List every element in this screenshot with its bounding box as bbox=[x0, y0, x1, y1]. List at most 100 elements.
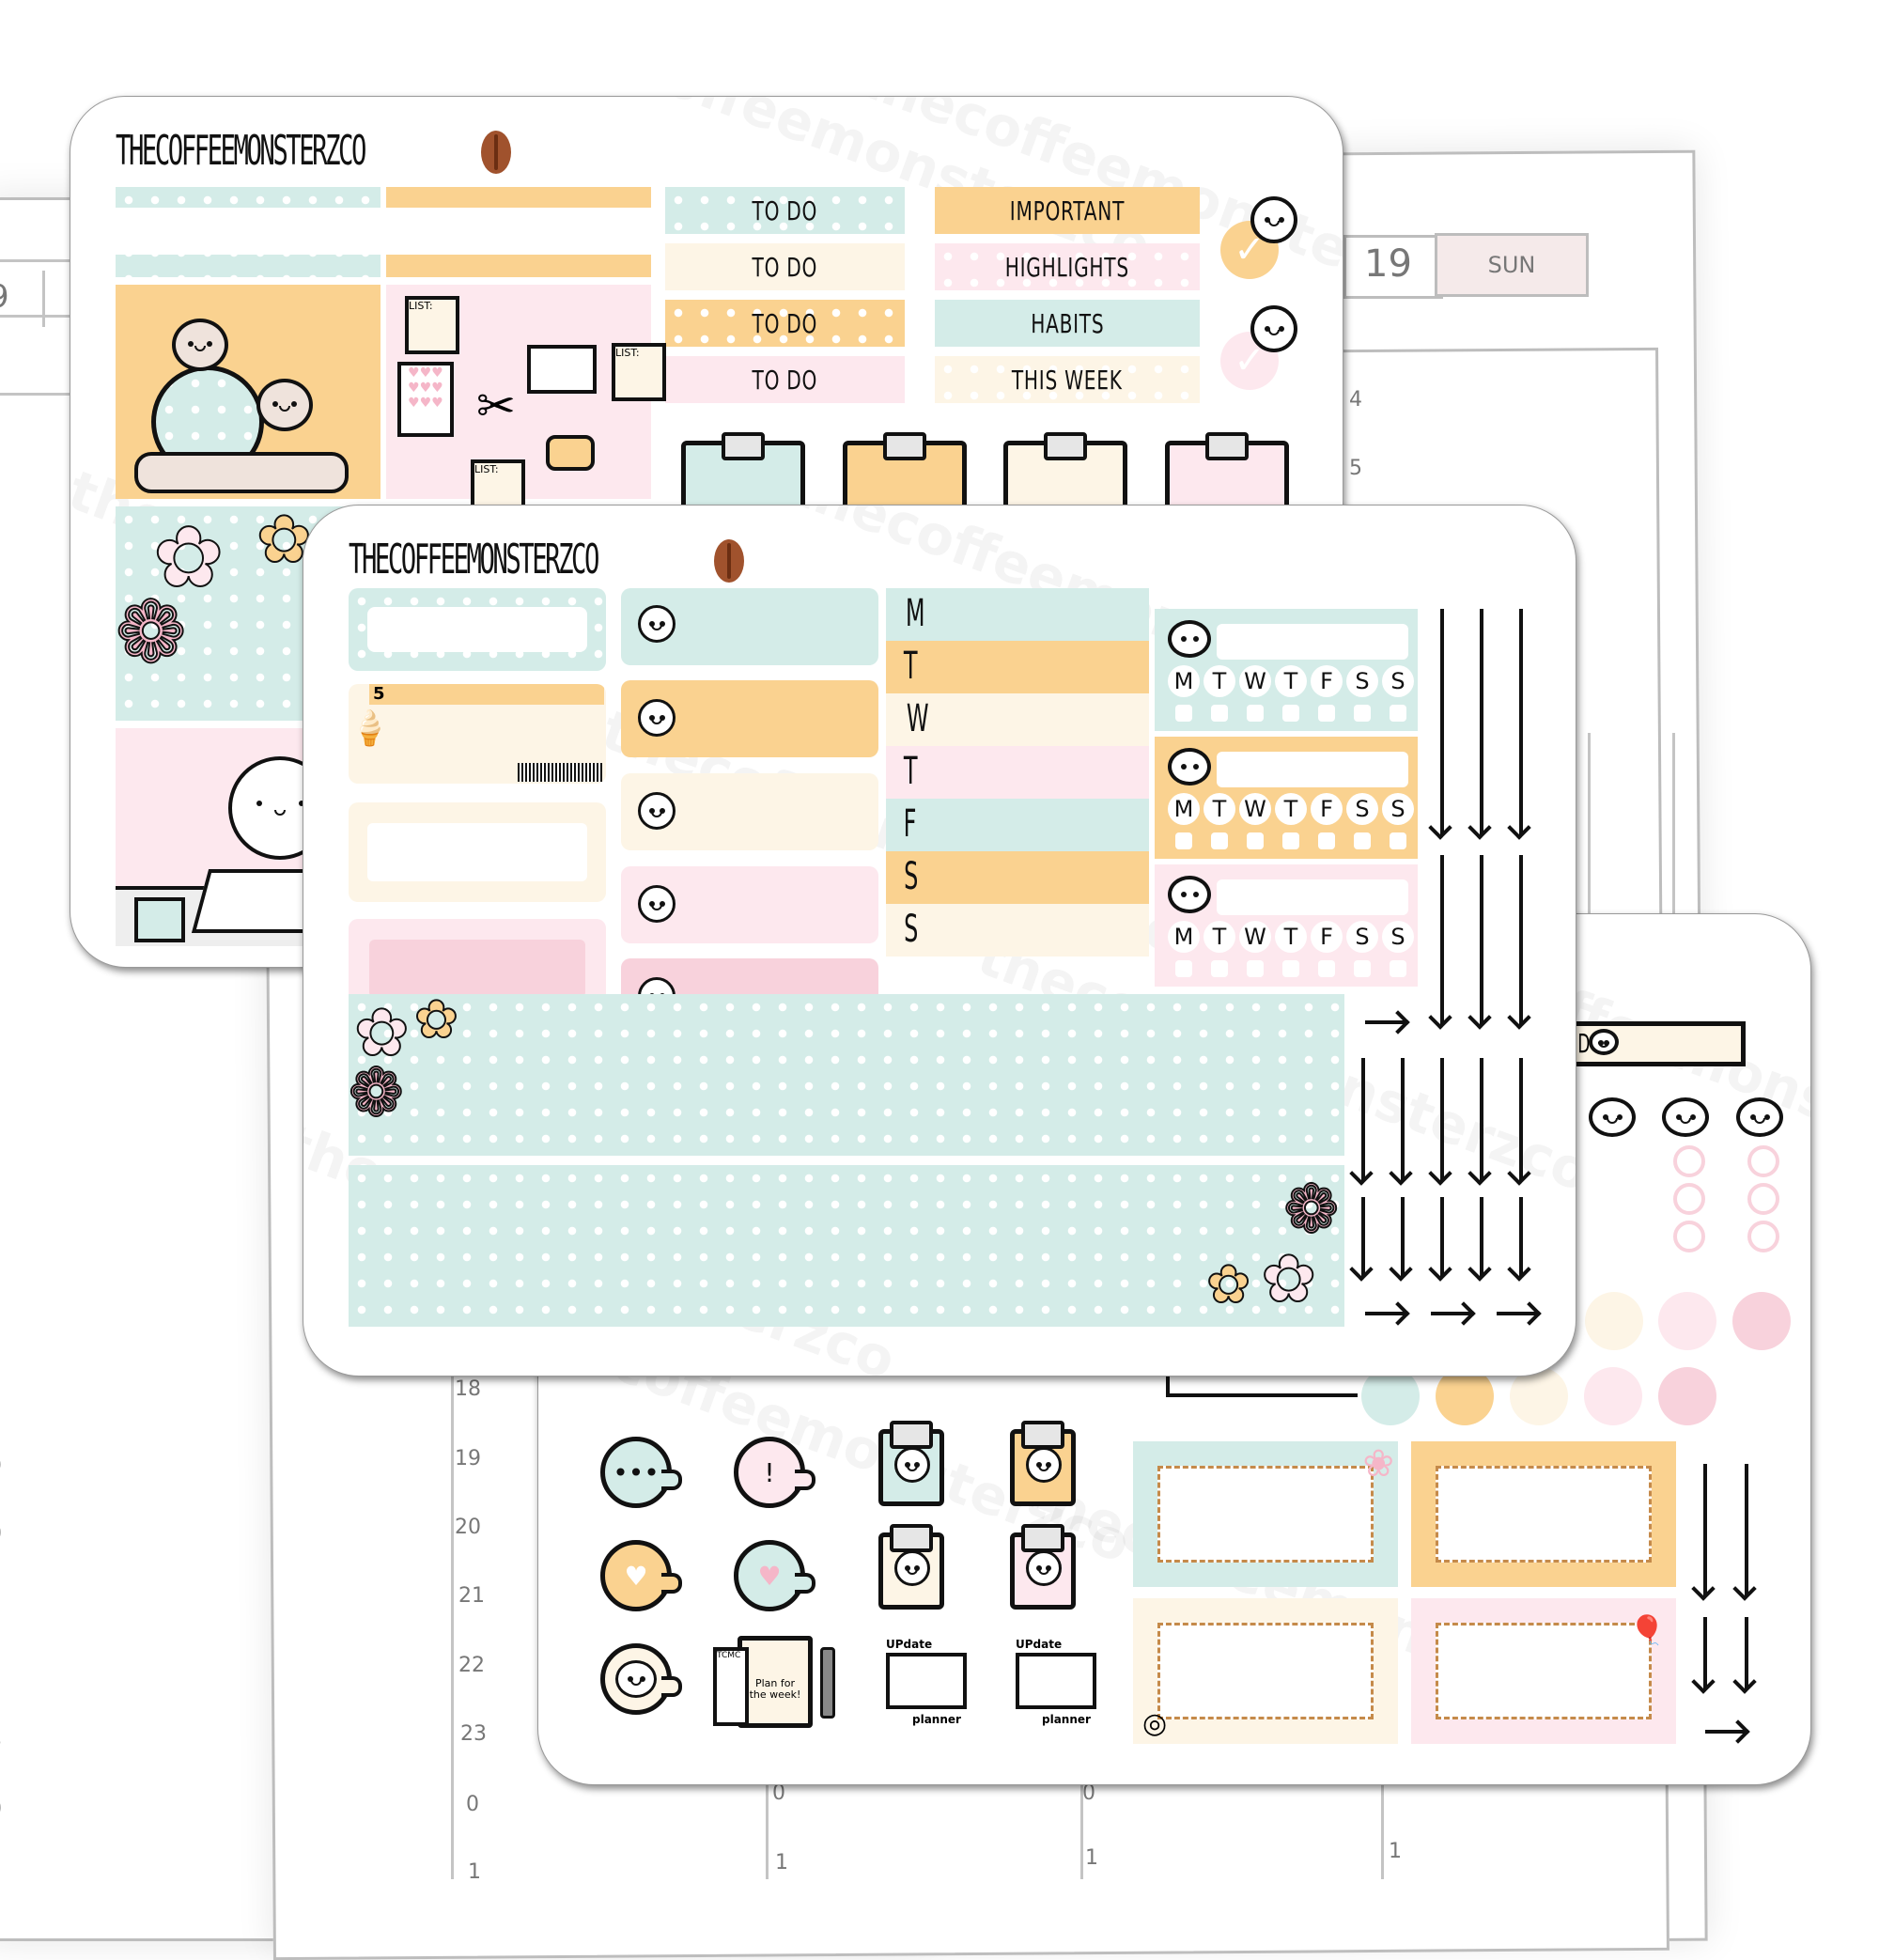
todo-label-sticker[interactable]: TO DO bbox=[665, 356, 905, 403]
weekday-strip-monday[interactable] bbox=[886, 588, 1149, 641]
note-face-peach-icon[interactable] bbox=[1010, 1429, 1076, 1506]
habit-checkbox[interactable] bbox=[1282, 960, 1299, 977]
dotted-frame-sticker[interactable] bbox=[349, 588, 606, 671]
habit-checkbox[interactable] bbox=[1211, 832, 1228, 849]
habit-checkbox[interactable] bbox=[1175, 832, 1192, 849]
important-label-sticker[interactable]: IMPORTANT bbox=[935, 187, 1200, 234]
arrow-right-sticker[interactable] bbox=[1365, 1312, 1405, 1315]
habits-label-sticker[interactable]: HABITS bbox=[935, 300, 1200, 347]
habit-tracker-sticker[interactable]: M T W T F S S bbox=[1155, 864, 1418, 987]
note-face-mint-icon[interactable] bbox=[878, 1429, 944, 1506]
habit-checkbox[interactable] bbox=[1354, 960, 1371, 977]
ring-sticker[interactable] bbox=[1747, 1145, 1779, 1177]
stationery-pattern-sticker[interactable]: LIST: ♥♥♥♥♥♥♥♥♥ ✂ LIST: LIST: bbox=[386, 285, 666, 518]
face-icon[interactable] bbox=[1589, 1097, 1636, 1137]
arrow-right-sticker[interactable] bbox=[1497, 1312, 1536, 1315]
arrow-down-sticker[interactable] bbox=[1480, 1058, 1483, 1180]
arrow-down-sticker[interactable] bbox=[1440, 1058, 1444, 1180]
arrow-down-sticker[interactable] bbox=[1480, 855, 1483, 1024]
arrow-down-sticker[interactable] bbox=[1519, 1058, 1523, 1180]
frame-box-pink[interactable]: 🎈 bbox=[1411, 1598, 1676, 1744]
habit-checkbox[interactable] bbox=[1175, 960, 1192, 977]
dot-sticker[interactable] bbox=[1361, 1367, 1420, 1425]
face-box-sticker[interactable] bbox=[621, 866, 878, 943]
frame-box-cream[interactable]: ◎ bbox=[1133, 1598, 1398, 1744]
habit-checkbox[interactable] bbox=[1354, 832, 1371, 849]
arrow-down-sticker[interactable] bbox=[1703, 1617, 1707, 1688]
speech-heart-mint-icon[interactable]: ♥ bbox=[734, 1540, 815, 1611]
habit-checkbox[interactable] bbox=[1318, 960, 1335, 977]
icecream-frame-sticker[interactable]: 5 🍦 bbox=[349, 684, 606, 784]
habit-checkbox[interactable] bbox=[1390, 832, 1406, 849]
arrow-down-sticker[interactable] bbox=[1519, 1197, 1523, 1276]
arrow-down-sticker[interactable] bbox=[1703, 1464, 1707, 1595]
speech-exclaim-icon[interactable]: ! bbox=[734, 1437, 815, 1508]
weekday-strip-thursday[interactable] bbox=[886, 746, 1149, 799]
face-banner-sticker[interactable]: D bbox=[1572, 1021, 1746, 1066]
arrow-down-sticker[interactable] bbox=[1401, 1058, 1405, 1180]
arrow-down-sticker[interactable] bbox=[1745, 1464, 1748, 1595]
ring-sticker[interactable] bbox=[1673, 1221, 1705, 1252]
arrow-down-sticker[interactable] bbox=[1361, 1197, 1365, 1276]
plan-week-book-icon[interactable]: Plan for the week! bbox=[738, 1636, 813, 1728]
snail-bunny-illustration[interactable] bbox=[116, 285, 380, 499]
arrow-down-sticker[interactable] bbox=[1519, 609, 1523, 834]
face-box-sticker[interactable] bbox=[621, 588, 878, 665]
speech-dots-icon[interactable]: ••• bbox=[600, 1437, 682, 1508]
weekday-strip-wednesday[interactable] bbox=[886, 693, 1149, 746]
arrow-down-sticker[interactable] bbox=[1440, 609, 1444, 834]
wide-floral-box-bottom[interactable]: ❁ ✿ ✿ bbox=[349, 1165, 1344, 1327]
face-icon[interactable] bbox=[1662, 1097, 1709, 1137]
weekday-strip-tuesday[interactable] bbox=[886, 641, 1149, 693]
arrow-right-sticker[interactable] bbox=[1431, 1312, 1470, 1315]
face-icon[interactable] bbox=[1736, 1097, 1783, 1137]
weekday-strip-sunday[interactable] bbox=[886, 904, 1149, 957]
habit-checkbox[interactable] bbox=[1354, 705, 1371, 722]
ring-sticker[interactable] bbox=[1673, 1145, 1705, 1177]
arrow-down-sticker[interactable] bbox=[1401, 1197, 1405, 1276]
habit-checkbox[interactable] bbox=[1247, 960, 1264, 977]
habit-checkbox[interactable] bbox=[1282, 832, 1299, 849]
todo-label-sticker[interactable]: TO DO bbox=[665, 187, 905, 234]
habit-checkbox[interactable] bbox=[1282, 705, 1299, 722]
habit-checkbox[interactable] bbox=[1247, 832, 1264, 849]
this-week-label-sticker[interactable]: THIS WEEK bbox=[935, 356, 1200, 403]
habit-checkbox[interactable] bbox=[1390, 960, 1406, 977]
timeline-arrow-sticker[interactable] bbox=[1166, 1365, 1358, 1397]
dot-sticker[interactable] bbox=[1585, 1292, 1643, 1350]
peach-strip-sticker[interactable] bbox=[386, 187, 651, 277]
face-box-sticker[interactable] bbox=[621, 680, 878, 757]
dot-sticker[interactable] bbox=[1510, 1367, 1568, 1425]
ring-sticker[interactable] bbox=[1747, 1221, 1779, 1252]
dot-sticker[interactable] bbox=[1658, 1292, 1716, 1350]
dot-sticker[interactable] bbox=[1584, 1367, 1642, 1425]
update-planner-icon[interactable]: UPdate planner bbox=[886, 1638, 971, 1732]
arrow-down-sticker[interactable] bbox=[1440, 1197, 1444, 1276]
habit-checkbox[interactable] bbox=[1318, 832, 1335, 849]
ring-sticker[interactable] bbox=[1747, 1183, 1779, 1215]
habit-checkbox[interactable] bbox=[1247, 705, 1264, 722]
note-face-cream-icon[interactable] bbox=[878, 1532, 944, 1610]
habit-checkbox[interactable] bbox=[1175, 705, 1192, 722]
arrow-down-sticker[interactable] bbox=[1440, 855, 1444, 1024]
floral-strip-sticker[interactable] bbox=[116, 187, 380, 277]
update-planner-icon[interactable]: UPdate planner bbox=[1016, 1638, 1100, 1732]
habit-checkbox[interactable] bbox=[1211, 960, 1228, 977]
dot-sticker[interactable] bbox=[1658, 1367, 1716, 1425]
todo-label-sticker[interactable]: TO DO bbox=[665, 300, 905, 347]
dot-sticker[interactable] bbox=[1732, 1292, 1791, 1350]
weekday-strip-saturday[interactable] bbox=[886, 851, 1149, 904]
weekday-strip-friday[interactable] bbox=[886, 799, 1149, 851]
arrow-right-sticker[interactable] bbox=[1365, 1020, 1405, 1024]
habit-checkbox[interactable] bbox=[1318, 705, 1335, 722]
arrow-down-sticker[interactable] bbox=[1361, 1058, 1365, 1180]
habit-tracker-sticker[interactable]: M T W T F S S bbox=[1155, 737, 1418, 859]
habit-tracker-sticker[interactable]: M T W T F S S bbox=[1155, 609, 1418, 731]
arrow-down-sticker[interactable] bbox=[1480, 1197, 1483, 1276]
todo-label-sticker[interactable]: TO DO bbox=[665, 243, 905, 290]
arrow-down-sticker[interactable] bbox=[1480, 609, 1483, 834]
arrow-down-sticker[interactable] bbox=[1519, 855, 1523, 1024]
arrow-down-sticker[interactable] bbox=[1745, 1617, 1748, 1688]
speech-heart-peach-icon[interactable]: ♥ bbox=[600, 1540, 682, 1611]
dot-sticker[interactable] bbox=[1436, 1367, 1494, 1425]
